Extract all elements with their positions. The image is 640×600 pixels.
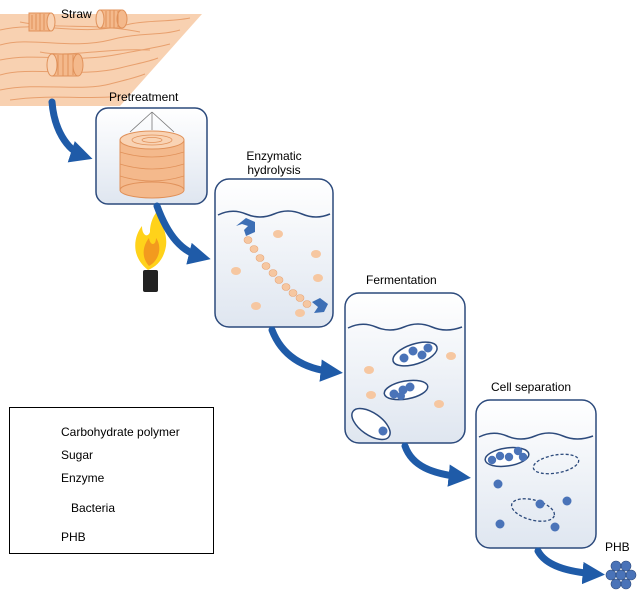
empty-bacteria-cell bbox=[510, 453, 580, 522]
arrow-pretreatment-to-hydrolysis bbox=[153, 202, 211, 265]
label-enzymatic-line1: Enzymatic bbox=[246, 149, 302, 163]
legend-label-bacteria: Bacteria bbox=[71, 501, 116, 515]
straw-bale bbox=[46, 53, 84, 77]
arrow-separation-to-phb bbox=[534, 547, 605, 585]
pretreatment-vessel bbox=[95, 107, 208, 205]
bacteria-cell bbox=[484, 446, 530, 468]
process-arrows bbox=[48, 98, 605, 585]
arrow-straw-to-pretreatment bbox=[48, 98, 93, 163]
enzyme-icon bbox=[236, 218, 328, 313]
legend-label-sugar: Sugar bbox=[61, 448, 94, 462]
phb-product-cluster bbox=[605, 560, 637, 590]
label-phb-product: PHB bbox=[605, 540, 630, 554]
arrow-fermentation-to-separation bbox=[401, 442, 471, 487]
legend-label-phb: PHB bbox=[61, 530, 86, 544]
straw-bale bbox=[95, 9, 128, 29]
sugar-molecule bbox=[364, 352, 456, 408]
bacteria-cell bbox=[351, 407, 391, 441]
bacteria-cell bbox=[392, 341, 438, 367]
arrow-hydrolysis-to-fermentation bbox=[268, 326, 343, 382]
label-cell-separation: Cell separation bbox=[491, 380, 572, 394]
carbohydrate-polymer bbox=[243, 236, 312, 308]
bacteria-cell bbox=[383, 379, 429, 401]
straw-bale bbox=[28, 12, 56, 32]
phb-granule bbox=[493, 479, 572, 532]
legend: Carbohydrate polymer Sugar Enzyme Bacter… bbox=[9, 407, 214, 554]
label-enzymatic-line2: hydrolysis bbox=[247, 163, 301, 177]
label-enzymatic-hydrolysis: Enzymatic hydrolysis bbox=[236, 149, 312, 177]
cell-separation-vessel bbox=[475, 399, 597, 549]
label-straw: Straw bbox=[61, 7, 92, 21]
straw-field bbox=[0, 9, 202, 106]
legend-label-carbohydrate-polymer: Carbohydrate polymer bbox=[61, 425, 180, 439]
burner-flame-icon bbox=[135, 208, 167, 292]
legend-label-enzyme: Enzyme bbox=[61, 471, 105, 485]
straw-bale-upright bbox=[119, 130, 185, 199]
label-fermentation: Fermentation bbox=[366, 273, 437, 287]
label-pretreatment: Pretreatment bbox=[109, 90, 179, 104]
hydrolysis-vessel bbox=[214, 178, 334, 328]
sugar-molecule bbox=[231, 230, 323, 317]
